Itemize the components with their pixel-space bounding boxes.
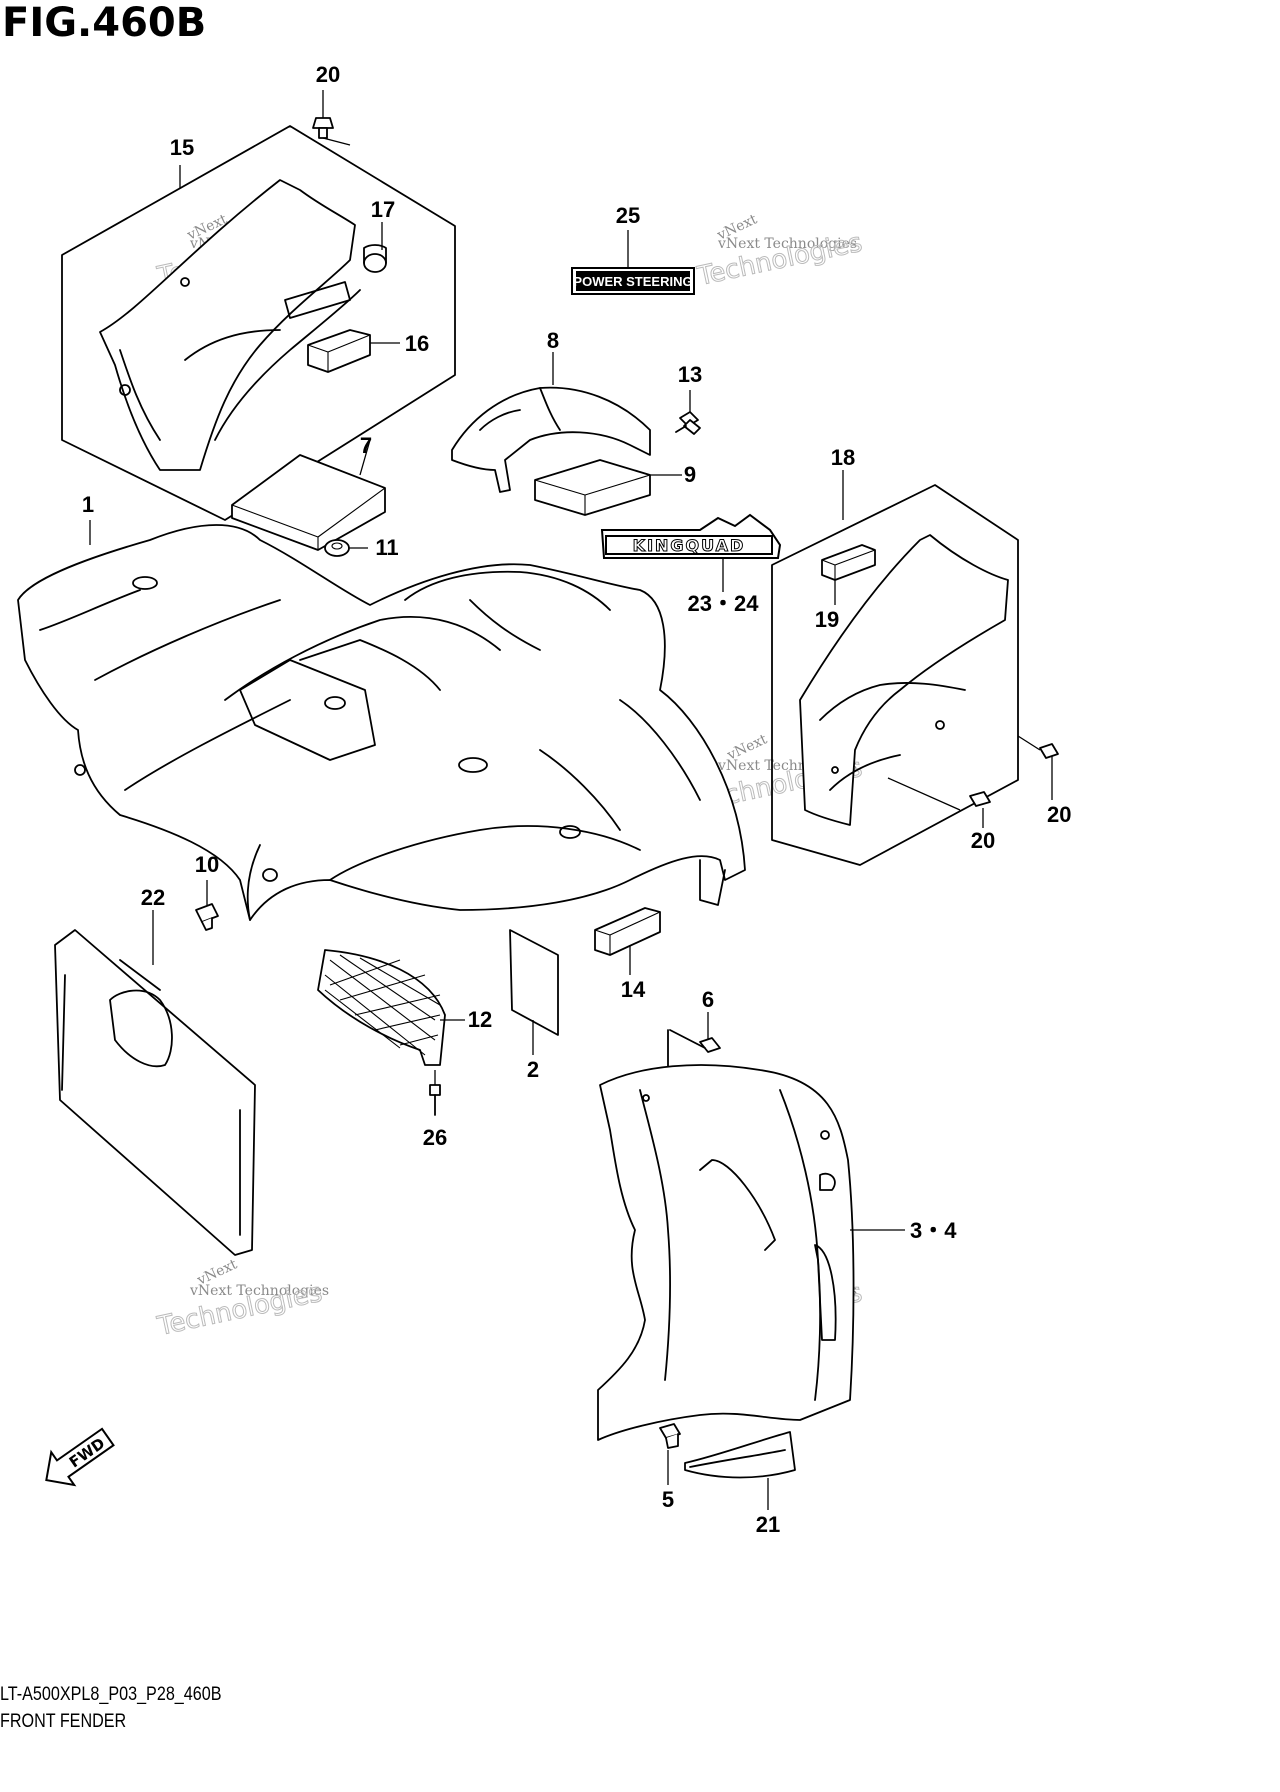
part-1-front-fender (17, 520, 746, 921)
callout-7: 7 (360, 433, 372, 458)
callout-5: 5 (662, 1487, 674, 1512)
callout-17: 17 (371, 197, 395, 222)
callout-6: 6 (702, 987, 714, 1012)
decal-power-steering: POWER STEERING (571, 230, 695, 295)
part-2-pad (509, 929, 559, 1055)
part-7-pad (231, 439, 386, 557)
callout-8: 8 (547, 328, 559, 353)
callout-9: 9 (684, 462, 696, 487)
callout-18: 18 (831, 445, 855, 470)
callout-23-24: 23・24 (688, 591, 760, 616)
part-10-bolt (195, 880, 219, 931)
callout-19: 19 (815, 607, 839, 632)
part-14-pad (594, 907, 661, 975)
callout-2: 2 (527, 1057, 539, 1082)
part-22-panel (54, 910, 256, 1256)
part-8-cover (451, 352, 701, 516)
callout-15: 15 (170, 135, 194, 160)
callout-20-right: 20 (1047, 802, 1071, 827)
callout-20-low: 20 (971, 828, 995, 853)
callout-26: 26 (423, 1125, 447, 1150)
part-15-assembly-box (61, 90, 456, 521)
callout-21: 21 (756, 1512, 780, 1537)
watermark-low-left: vNext vNext Technologies Technologies (154, 1256, 329, 1342)
figure-title: FIG.460B (2, 0, 207, 46)
drawing-code: LT-A500XPL8_P03_P28_460B (0, 1684, 222, 1705)
callout-22: 22 (141, 885, 165, 910)
watermark-line2: vNext Technologies (717, 236, 857, 252)
callout-16: 16 (405, 331, 429, 356)
callout-20-top: 20 (316, 62, 340, 87)
part-18-assembly-box (771, 470, 1059, 866)
callout-14: 14 (621, 977, 646, 1002)
part-12-grille (317, 949, 465, 1116)
watermark-line2: vNext Technologies (189, 1283, 329, 1299)
callout-25: 25 (616, 203, 640, 228)
callout-13: 13 (678, 362, 702, 387)
callout-1: 1 (82, 492, 94, 517)
watermark-top-right: vNext vNext Technologies Technologies (694, 211, 866, 292)
callout-12: 12 (468, 1007, 492, 1032)
callout-10: 10 (195, 852, 219, 877)
decal-kingquad: KINGQUAD (600, 513, 782, 592)
callout-3-4: 3・4 (910, 1218, 957, 1243)
part-3-4-inner-fender (597, 1012, 905, 1510)
fwd-direction-arrow: FWD (45, 1427, 115, 1487)
callout-labels: 20 15 17 16 25 8 13 9 7 11 1 23・24 18 19… (82, 62, 1072, 1537)
decal-power-steering-text: POWER STEERING (573, 274, 692, 289)
decal-kingquad-text: KINGQUAD (633, 536, 746, 555)
callout-11: 11 (375, 535, 398, 560)
figure-caption: FRONT FENDER (0, 1711, 127, 1732)
